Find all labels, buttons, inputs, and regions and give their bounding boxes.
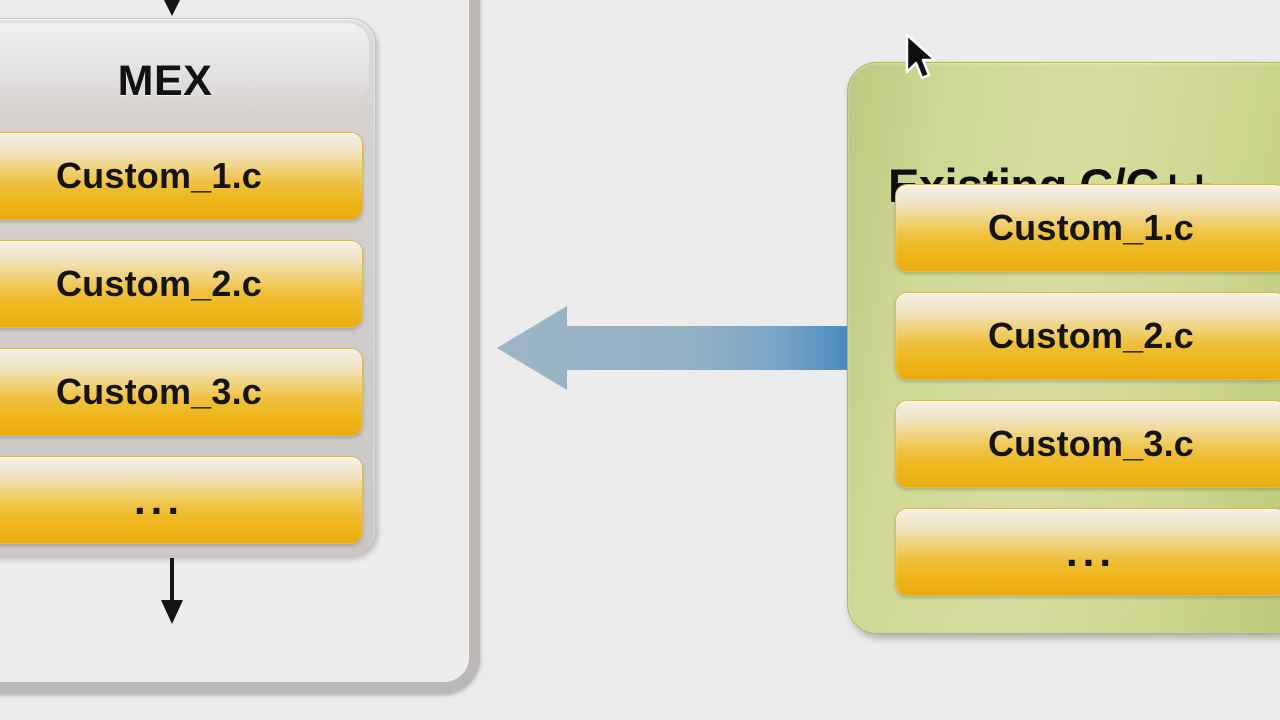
file-chip-label: Custom_1.c [987, 207, 1195, 248]
list-item[interactable]: ... [895, 508, 1280, 596]
file-chip-label: Custom_2.c [987, 315, 1195, 356]
existing-c-cpp-file-list: Custom_1.c Custom_2.c Custom_3.c ... [895, 184, 1280, 616]
mex-file-list: Custom_1.c Custom_2.c Custom_3.c ... [0, 132, 377, 564]
green-to-mex-arrow-icon [495, 304, 847, 392]
list-item[interactable]: Custom_2.c [895, 292, 1280, 380]
outbound-arrow-icon [152, 558, 192, 626]
file-chip-label: Custom_1.c [55, 155, 263, 196]
mex-panel[interactable]: MEX Custom_1.c Custom_2.c Custom_3.c ... [0, 18, 376, 556]
mex-panel-title: MEX [117, 57, 213, 105]
existing-c-cpp-panel[interactable]: Existing C/C++ Custom_1.c Custom_2.c Cus… [847, 62, 1280, 634]
list-item[interactable]: Custom_1.c [895, 184, 1280, 272]
file-chip-label-ellipsis: ... [133, 475, 184, 523]
list-item[interactable]: Custom_1.c [0, 132, 363, 220]
inbound-arrow-icon [152, 0, 192, 18]
file-chip-label: Custom_3.c [987, 423, 1195, 464]
list-item[interactable]: ... [0, 456, 363, 544]
list-item[interactable]: Custom_2.c [0, 240, 363, 328]
file-chip-label: Custom_3.c [55, 371, 263, 412]
list-item[interactable]: Custom_3.c [0, 348, 363, 436]
file-chip-label-ellipsis: ... [1065, 527, 1116, 575]
file-chip-label: Custom_2.c [55, 263, 263, 304]
list-item[interactable]: Custom_3.c [895, 400, 1280, 488]
